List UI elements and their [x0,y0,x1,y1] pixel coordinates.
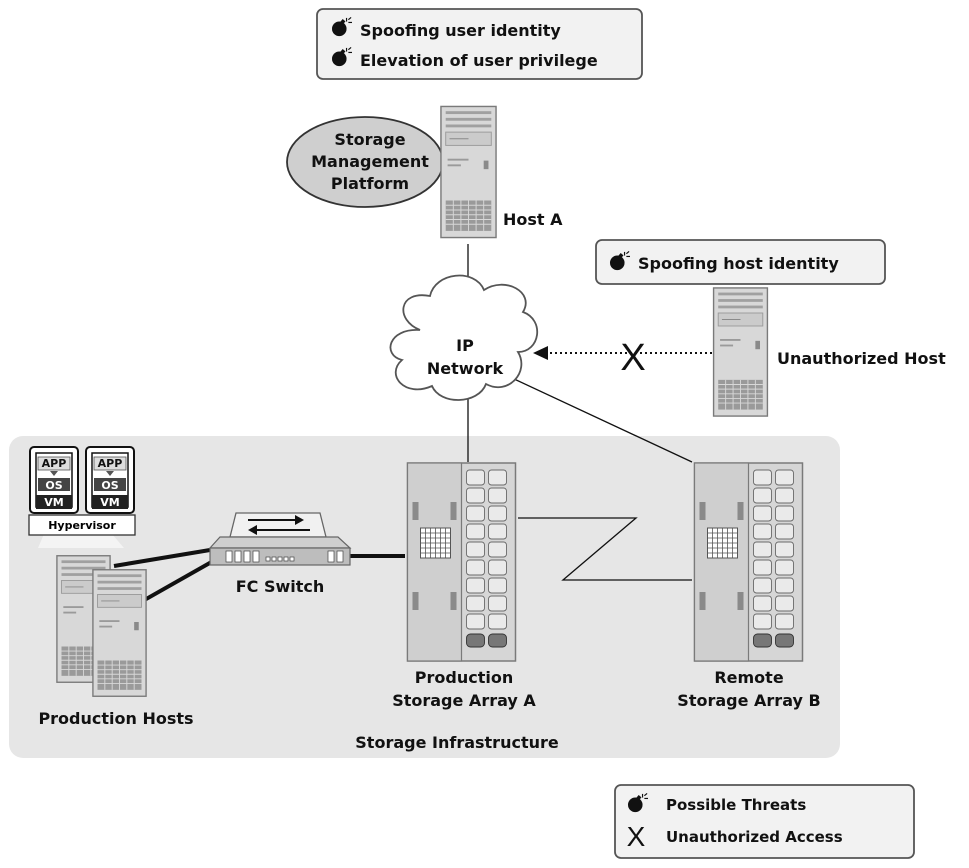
legend-unauthorized-access: Unauthorized Access [666,828,843,846]
network-line-1: IP [456,336,474,355]
threat-spoofing-user: Spoofing user identity [360,21,561,40]
threat-spoofing-host: Spoofing host identity [638,254,839,273]
network-line-2: Network [427,359,504,378]
svg-text:APP: APP [42,457,67,470]
array-b-line-1: Remote [714,668,783,687]
array-a-line-1: Production [415,668,513,687]
svg-text:VM: VM [44,496,63,509]
storage-array-b-icon [693,462,804,662]
ip-network-cloud-icon: IP Network [389,274,539,401]
fc-switch-icon [208,512,352,566]
hypervisor-label: Hypervisor [48,519,116,532]
threat-box-top: Spoofing user identity Elevation of user… [316,8,643,80]
unauthorized-host-label: Unauthorized Host [777,349,946,368]
cross-icon: X [627,821,646,852]
svg-text:APP: APP [98,457,123,470]
storage-infrastructure-label: Storage Infrastructure [355,733,559,752]
vm-icon: APP OS VM [85,446,135,514]
legend-possible-threats: Possible Threats [666,796,806,814]
fc-switch-label: FC Switch [236,577,325,596]
production-hosts-label: Production Hosts [38,709,193,728]
storage-management-platform: Storage Management Platform [286,116,444,208]
platform-line-2: Management [311,152,429,171]
host-a-label: Host A [503,210,563,229]
threat-elevation-privilege: Elevation of user privilege [360,51,598,70]
link-host1-switch [113,548,211,568]
array-b-line-2: Storage Array B [677,691,820,710]
array-a-line-2: Storage Array A [392,691,536,710]
legend: Possible Threats X Unauthorized Access [614,784,915,859]
platform-line-3: Platform [331,174,409,193]
unauthorized-link [533,346,712,360]
hypervisor-box [28,514,136,536]
vm-icon: APP OS VM [29,446,79,514]
link-network-arrayb [511,377,693,463]
link-arraya-arrayb-remote [518,517,692,581]
threat-box-host: Spoofing host identity [595,239,886,285]
unauthorized-host-server-icon [712,287,769,417]
platform-line-1: Storage [334,130,405,149]
host-a-server-icon [440,105,497,239]
svg-text:OS: OS [45,479,62,492]
svg-text:OS: OS [101,479,118,492]
storage-array-a-icon [406,462,517,662]
production-host-server-icon [92,569,147,697]
vm-stack: Hypervisor APP OS VM APP OS VM [28,446,136,548]
svg-text:VM: VM [100,496,119,509]
unauthorized-x-icon: X [620,337,645,379]
